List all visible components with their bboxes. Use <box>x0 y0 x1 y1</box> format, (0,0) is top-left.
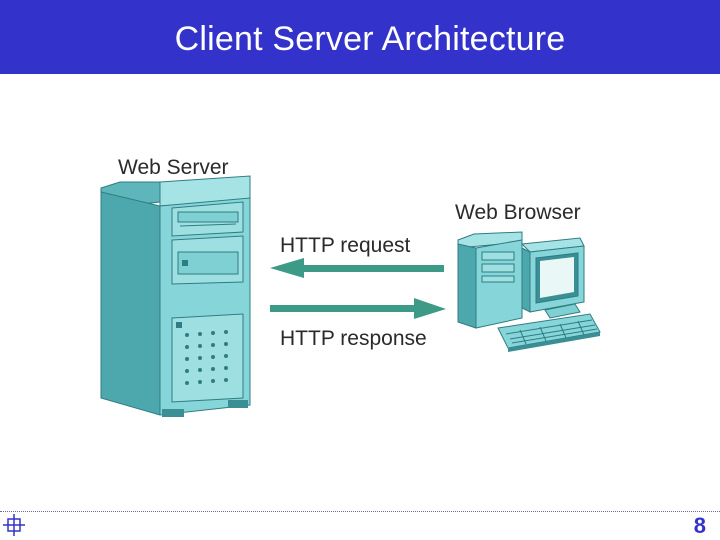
slide-title: Client Server Architecture <box>174 20 566 58</box>
http-request-label: HTTP request <box>280 234 411 257</box>
web-browser-label: Web Browser <box>455 201 581 224</box>
http-response-label: HTTP response <box>280 327 427 350</box>
footer-divider <box>0 511 720 512</box>
crosshair-icon <box>3 514 25 536</box>
web-server-label: Web Server <box>118 156 229 179</box>
server-tower-icon <box>100 175 251 417</box>
http-request-arrow <box>270 258 444 278</box>
title-bar <box>0 0 720 74</box>
http-response-arrow <box>270 298 446 319</box>
page-number: 8 <box>693 513 706 538</box>
browser-computer-icon <box>457 231 601 352</box>
